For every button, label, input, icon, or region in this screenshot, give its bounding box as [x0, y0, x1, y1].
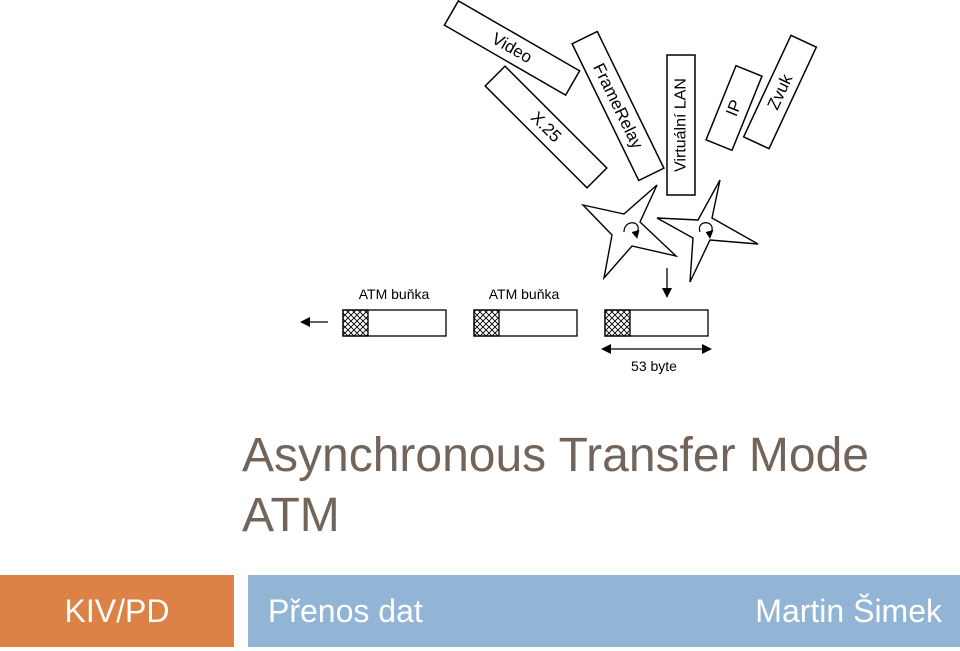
cell-header [604, 309, 631, 337]
label-box-virtual-lan: Virtuální LAN [666, 54, 696, 196]
title-line-1: Asynchronous Transfer Mode [242, 429, 869, 482]
footer-course-name: Přenos dat [268, 593, 423, 629]
footer-course-code: KIV/PD [0, 575, 234, 647]
label-box-ip: IP [705, 64, 763, 152]
cell-header [473, 309, 500, 337]
footer-info: Přenos dat Martin Šimek [248, 575, 960, 647]
arrow-left-icon [300, 317, 328, 327]
slide-title: Asynchronous Transfer Mode ATM [242, 426, 952, 546]
label-box-zvuk: Zvuk [742, 34, 818, 150]
cell-label: ATM buňka [489, 286, 560, 302]
atm-diagram: Video X.25 FrameRelay Virtuální LAN IP Z… [300, 0, 818, 374]
label-ip: IP [722, 97, 746, 119]
atm-cell-2: ATM buňka [473, 286, 578, 337]
size-label: 53 byte [631, 358, 677, 374]
atm-cell-1: ATM buňka [342, 286, 447, 337]
title-line-2: ATM [242, 489, 340, 542]
cell-label: ATM buňka [359, 286, 430, 302]
star-multiplexer-left [580, 184, 679, 281]
arrow-down-icon [662, 268, 672, 298]
atm-cell-3 [604, 309, 709, 337]
star-multiplexer-right [656, 179, 759, 283]
cell-header [342, 309, 369, 337]
footer-bar: KIV/PD Přenos dat Martin Šimek [0, 575, 960, 651]
footer-author: Martin Šimek [755, 593, 942, 629]
label-virtual-lan: Virtuální LAN [673, 78, 690, 172]
size-dimension-arrow: 53 byte [601, 344, 712, 374]
footer-course-code-text: KIV/PD [64, 592, 170, 629]
